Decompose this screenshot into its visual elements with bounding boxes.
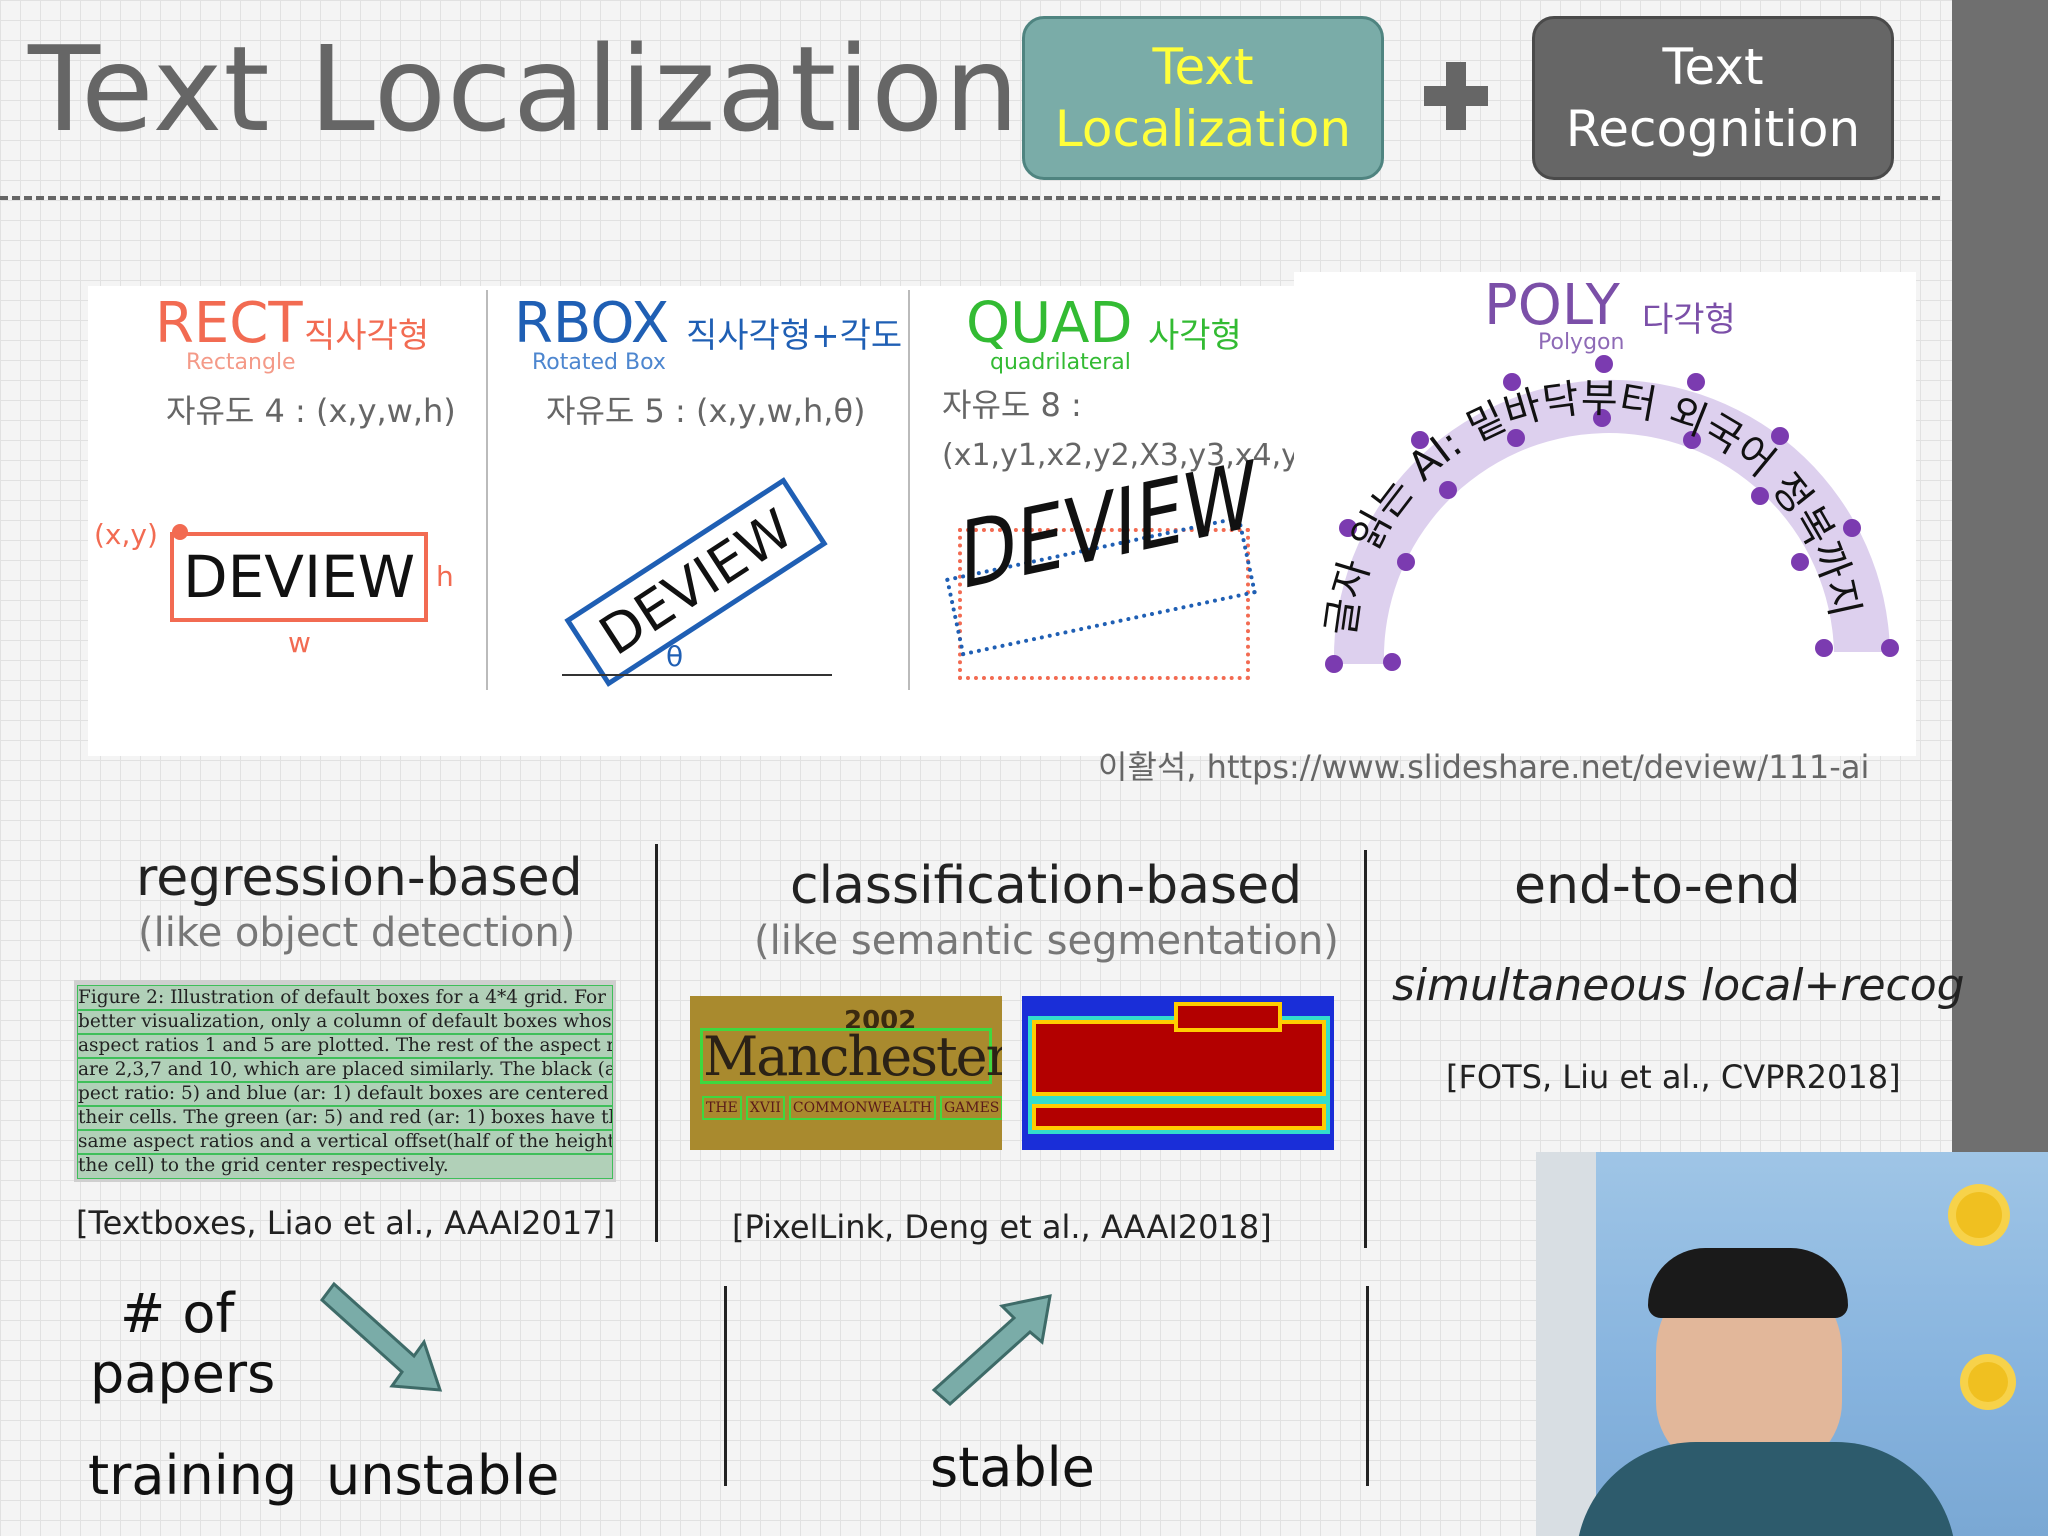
quad-korean: 사각형 (1148, 316, 1242, 356)
heatmap-main-region (1036, 1024, 1322, 1092)
quad-dof: 자유도 8 : (942, 386, 1082, 424)
rbox-theta-label: θ (666, 640, 684, 673)
figure-line: their cells. The green (ar: 5) and red (… (77, 1105, 613, 1131)
badge-line-2: Recognition (1565, 100, 1861, 158)
text-localization-badge: Text Localization (1022, 16, 1384, 180)
figure-line: aspect ratios 1 and 5 are plotted. The r… (77, 1033, 613, 1059)
photo-word: GAMES (939, 1096, 1002, 1120)
stable-label: stable (930, 1436, 1095, 1499)
column-separator (655, 844, 658, 1242)
dashed-divider (0, 196, 1940, 200)
quad-outer-box (958, 528, 1250, 680)
webcam-door (1536, 1152, 1596, 1536)
regression-subtitle: (like object detection) (138, 910, 576, 956)
poly-title: POLY (1484, 273, 1620, 338)
badge-line-1: Text (1662, 38, 1764, 96)
figure-line: Figure 2: Illustration of default boxes … (77, 985, 613, 1011)
badge-line-1: Text (1152, 38, 1254, 96)
sunflower-decoration (1956, 1192, 2002, 1238)
papers-label-line-2: papers (90, 1342, 276, 1405)
column-separator (1366, 1286, 1369, 1486)
presenter-hair (1648, 1248, 1848, 1318)
heatmap-bottom-region (1036, 1108, 1322, 1126)
end-to-end-title: end-to-end (1514, 856, 1801, 916)
rect-h-label: h (436, 560, 454, 593)
presenter-hoodie (1576, 1442, 1956, 1536)
poly-vertex-dots (1325, 355, 1899, 673)
image-credit: 이활석, https://www.slideshare.net/deview/1… (1098, 748, 1870, 786)
rect-title: RECT (155, 291, 303, 356)
rect-point-label: (x,y) (94, 518, 158, 551)
end-to-end-subtitle: simultaneous local+recog (1392, 960, 1965, 1011)
column-separator (724, 1286, 727, 1486)
rbox-korean: 직사각형+각도 (686, 316, 903, 356)
end-to-end-reference: [FOTS, Liu et al., CVPR2018] (1446, 1058, 1901, 1096)
photo-year: 2002 (844, 1006, 917, 1036)
regression-title: regression-based (136, 848, 583, 908)
figure-line: pect ratio: 5) and blue (ar: 1) default … (77, 1081, 613, 1107)
textboxes-figure: Figure 2: Illustration of default boxes … (74, 980, 616, 1182)
rbox-title: RBOX (514, 291, 670, 356)
quad-dof-coords: (x1,y1,x2,y2,X3,y3,x4,y4) (942, 438, 1330, 473)
quad-title: QUAD (966, 291, 1133, 356)
text-recognition-badge: Text Recognition (1532, 16, 1894, 180)
classification-subtitle: (like semantic segmentation) (754, 918, 1339, 964)
figure-line: better visualization, only a column of d… (77, 1009, 613, 1035)
photo-bottom-words: THE XVII COMMONWEALTH GAMES (702, 1096, 1002, 1120)
pixellink-photo: 2002 Manchester THE XVII COMMONWEALTH GA… (690, 996, 1002, 1150)
classification-reference: [PixelLink, Deng et al., AAAI2018] (732, 1208, 1272, 1246)
panel-separator (908, 290, 910, 690)
figure-line: the cell) to the grid center respectivel… (77, 1153, 613, 1179)
photo-manchester: Manchester (700, 1028, 1002, 1084)
rbox-dof: 자유도 5 : (x,y,w,h,θ) (546, 392, 866, 430)
rect-dof: 자유도 4 : (x,y,w,h) (166, 392, 456, 430)
photo-word: COMMONWEALTH (788, 1096, 936, 1120)
photo-word: XVII (745, 1096, 785, 1120)
slide-title: Text Localization (28, 20, 1021, 158)
photo-word: THE (702, 1096, 742, 1120)
poly-arc-text: 글자 읽는 AI: 밑바닥부터 외국어 정복까지 (1318, 376, 1867, 639)
poly-english: Polygon (1538, 330, 1625, 355)
sunflower-decoration (1968, 1362, 2008, 1402)
regression-reference: [Textboxes, Liao et al., AAAI2017] (76, 1204, 616, 1242)
rect-word: DEVIEW (182, 543, 416, 611)
training-label: training (88, 1444, 298, 1507)
quad-english: quadrilateral (990, 350, 1131, 375)
unstable-label: unstable (326, 1444, 560, 1507)
poly-arc-figure: 글자 읽는 AI: 밑바닥부터 외국어 정복까지 (1318, 355, 1899, 673)
panel-separator (486, 290, 488, 690)
column-separator (1364, 850, 1367, 1248)
arrow-down-right-icon (320, 1281, 443, 1392)
figure-line: are 2,3,7 and 10, which are placed simil… (77, 1057, 613, 1083)
heatmap-top-region (1178, 1006, 1278, 1028)
rect-w-label: w (288, 626, 311, 659)
rbox-baseline (562, 674, 832, 676)
rect-english: Rectangle (186, 350, 296, 375)
rect-box: DEVIEW (170, 532, 428, 622)
badge-line-2: Localization (1054, 100, 1352, 158)
pixellink-heatmap (1022, 996, 1334, 1150)
arrow-up-right-icon (931, 1294, 1052, 1407)
figure-line: same aspect ratios and a vertical offset… (77, 1129, 613, 1155)
rbox-english: Rotated Box (532, 350, 666, 375)
poly-korean: 다각형 (1642, 300, 1736, 340)
plus-icon (1424, 62, 1488, 130)
presenter-webcam (1536, 1152, 2048, 1536)
classification-title: classification-based (790, 856, 1303, 916)
poly-arc-band (1333, 379, 1890, 664)
papers-label-line-1: # of (120, 1282, 235, 1345)
rect-korean: 직사각형 (304, 316, 430, 356)
